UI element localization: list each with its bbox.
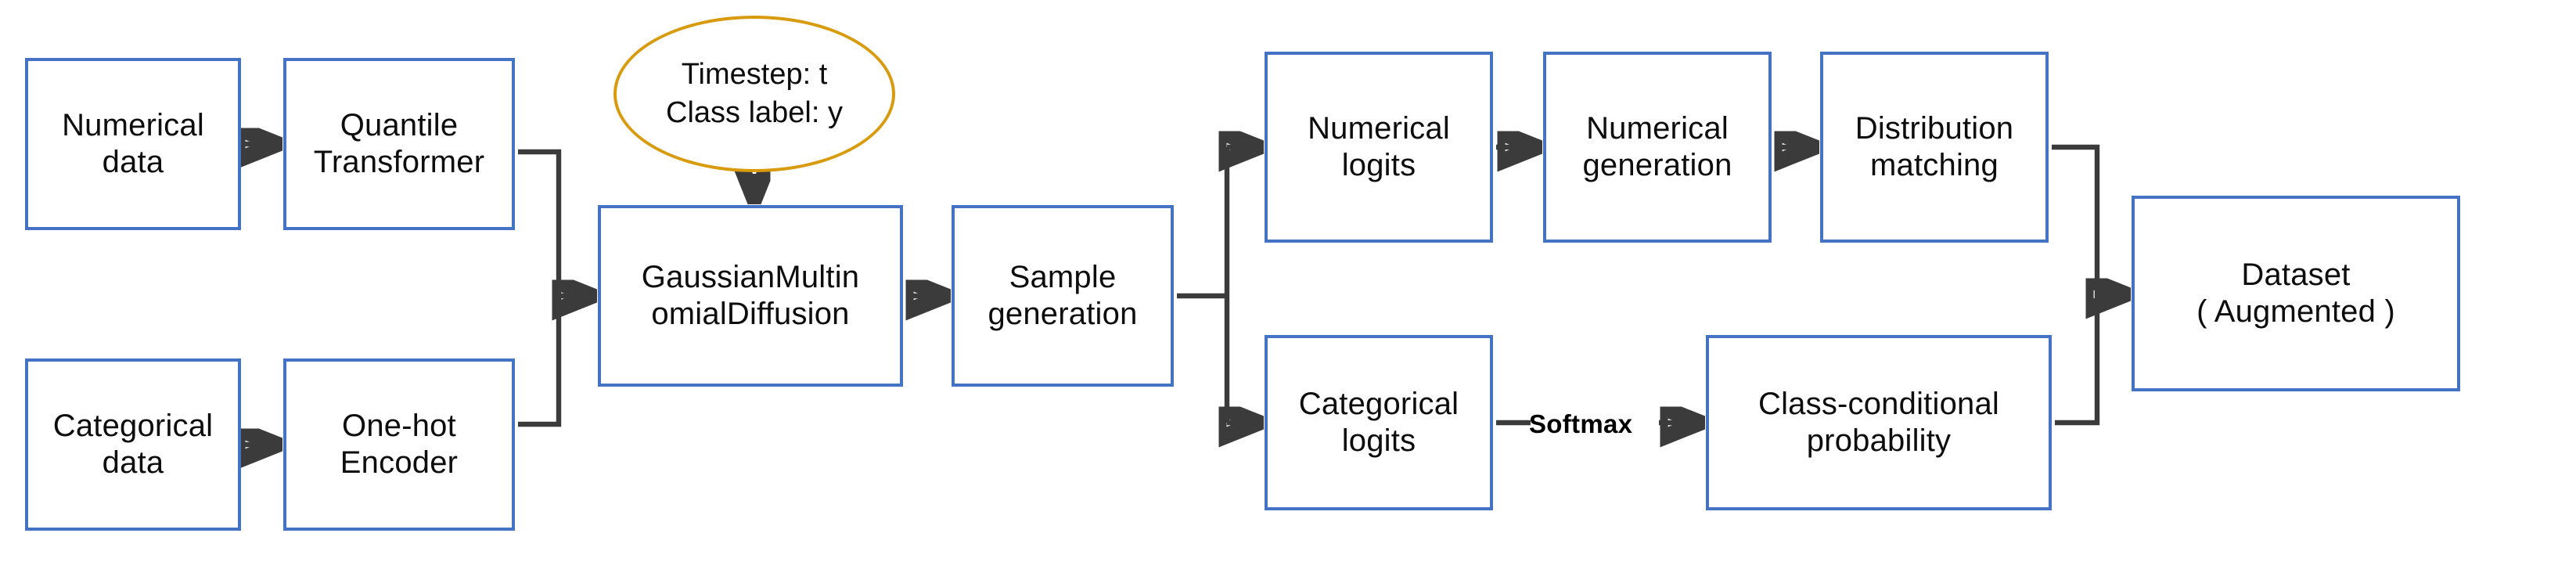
node-numerical-generation[interactable]: Numerical generation xyxy=(1543,52,1772,243)
node-gaussian-multinomial-diffusion[interactable]: GaussianMultin omialDiffusion xyxy=(598,205,903,387)
node-label: Dataset ( Augmented ) xyxy=(2196,257,2395,329)
edge-onehot-to-diffusion xyxy=(518,296,562,427)
node-timestep-class-label[interactable]: Timestep: t Class label: y xyxy=(613,16,895,172)
edge-label-softmax: Softmax xyxy=(1529,409,1633,438)
node-dataset-augmented[interactable]: Dataset ( Augmented ) xyxy=(2132,196,2460,391)
node-label: Numerical logits xyxy=(1308,110,1450,182)
class-label-line: Class label: y xyxy=(666,96,843,129)
node-numerical-logits[interactable]: Numerical logits xyxy=(1265,52,1493,243)
node-label: Quantile Transformer xyxy=(313,107,485,179)
node-label: GaussianMultin omialDiffusion xyxy=(641,259,860,331)
node-label: Categorical logits xyxy=(1298,386,1459,458)
node-label: Class-conditional probability xyxy=(1758,386,1999,458)
node-sample-generation[interactable]: Sample generation xyxy=(952,205,1174,387)
node-numerical-data[interactable]: Numerical data xyxy=(25,58,241,230)
edge-quantile-to-diffusion xyxy=(518,149,562,296)
node-quantile-transformer[interactable]: Quantile Transformer xyxy=(283,58,515,230)
timestep-line: Timestep: t xyxy=(681,57,828,91)
node-label: Numerical generation xyxy=(1582,110,1732,182)
edge-class-conditional-to-dataset xyxy=(2055,294,2100,426)
edge-distribution-to-dataset xyxy=(2052,144,2100,294)
node-distribution-matching[interactable]: Distribution matching xyxy=(1820,52,2049,243)
node-label: Distribution matching xyxy=(1855,110,2014,182)
node-categorical-logits[interactable]: Categorical logits xyxy=(1265,335,1493,510)
node-onehot-encoder[interactable]: One-hot Encoder xyxy=(283,358,515,531)
node-class-conditional-probability[interactable]: Class-conditional probability xyxy=(1706,335,2052,510)
node-label: Numerical data xyxy=(62,107,204,179)
node-label: Categorical data xyxy=(52,408,214,480)
node-label: One-hot Encoder xyxy=(340,408,459,480)
node-label: Sample generation xyxy=(988,259,1138,331)
node-categorical-data[interactable]: Categorical data xyxy=(25,358,241,531)
